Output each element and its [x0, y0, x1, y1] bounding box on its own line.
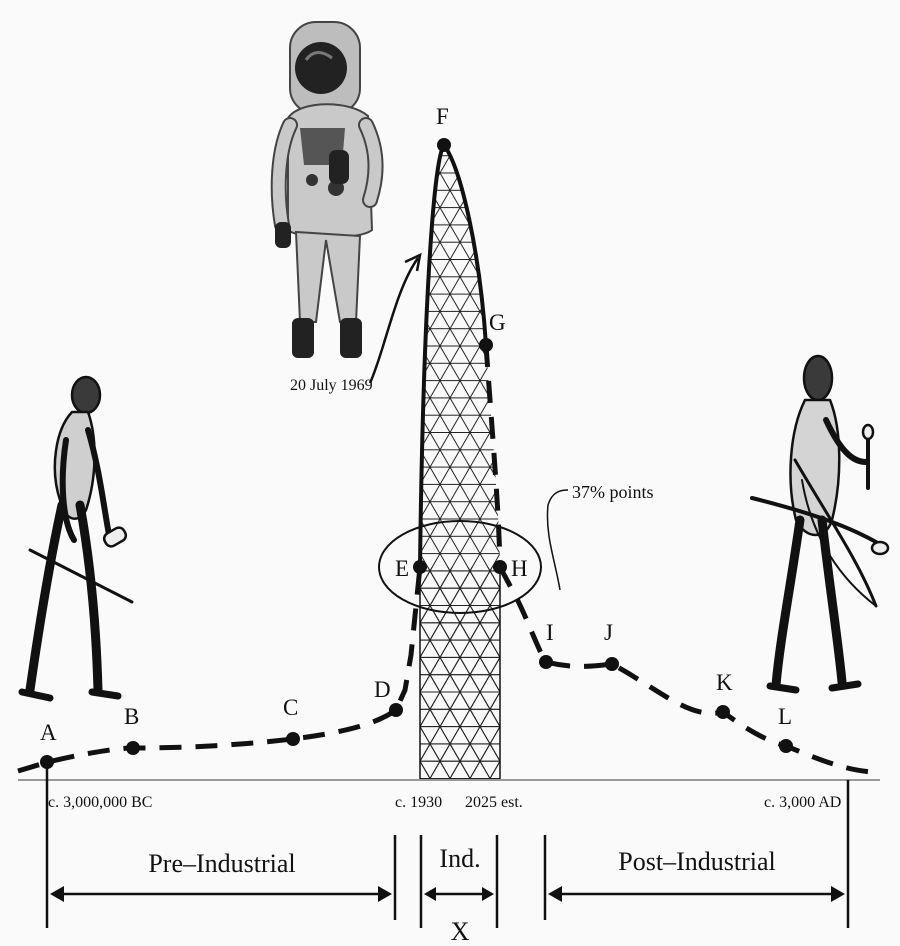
point-label-e: E: [395, 556, 409, 581]
date-industrial-start: c. 1930: [395, 794, 442, 811]
point-label-g: G: [489, 310, 506, 335]
point-e: [413, 560, 427, 574]
point-label-h: H: [511, 556, 528, 581]
dashed-peak-decline: [483, 344, 503, 568]
solid-peak-rise: [418, 143, 446, 568]
point-g: [479, 338, 493, 352]
solid-peak-fall: [442, 143, 488, 346]
percent-points-label: 37% points: [572, 482, 654, 502]
point-h: [493, 560, 507, 574]
point-k: [716, 705, 730, 719]
point-d: [389, 703, 403, 717]
point-f: [437, 138, 451, 152]
point-labels: A B C D E F G H I J K L: [40, 104, 792, 745]
primitive-man-left-icon: [18, 375, 134, 702]
dashed-curve-left: [17, 566, 423, 774]
point-label-b: B: [124, 704, 139, 729]
date-start: c. 3,000,000 BC: [48, 794, 152, 811]
point-label-l: L: [778, 704, 792, 729]
era-brackets: [45, 768, 850, 928]
astronaut-icon: [270, 21, 384, 358]
point-a: [40, 755, 54, 769]
point-label-c: C: [283, 695, 298, 720]
era-industrial: Ind.: [439, 844, 480, 873]
date-industrial-end: 2025 est.: [465, 794, 523, 811]
date-end: c. 3,000 AD: [764, 794, 841, 811]
dashed-curve-right: [497, 565, 873, 775]
percent-ellipse: [378, 520, 542, 614]
point-l: [779, 739, 793, 753]
point-label-d: D: [374, 677, 391, 702]
moon-landing-label: 20 July 1969: [290, 377, 373, 394]
point-label-i: I: [546, 620, 554, 645]
point-label-j: J: [604, 620, 613, 645]
arrowhead-icon: [404, 252, 422, 272]
point-label-a: A: [40, 720, 57, 745]
moon-landing-arrow: [368, 257, 420, 384]
era-pre-industrial: Pre–Industrial: [148, 849, 295, 878]
point-c: [286, 732, 300, 746]
duration-x-label: X: [451, 917, 470, 946]
point-i: [539, 655, 553, 669]
point-b: [126, 741, 140, 755]
point-label-k: K: [716, 670, 733, 695]
point-label-f: F: [436, 104, 449, 129]
point-j: [605, 657, 619, 671]
era-post-industrial: Post–Industrial: [618, 847, 775, 876]
curve-points: [40, 138, 793, 769]
primitive-man-right-icon: [750, 354, 890, 694]
percent-pointer: [546, 489, 569, 591]
